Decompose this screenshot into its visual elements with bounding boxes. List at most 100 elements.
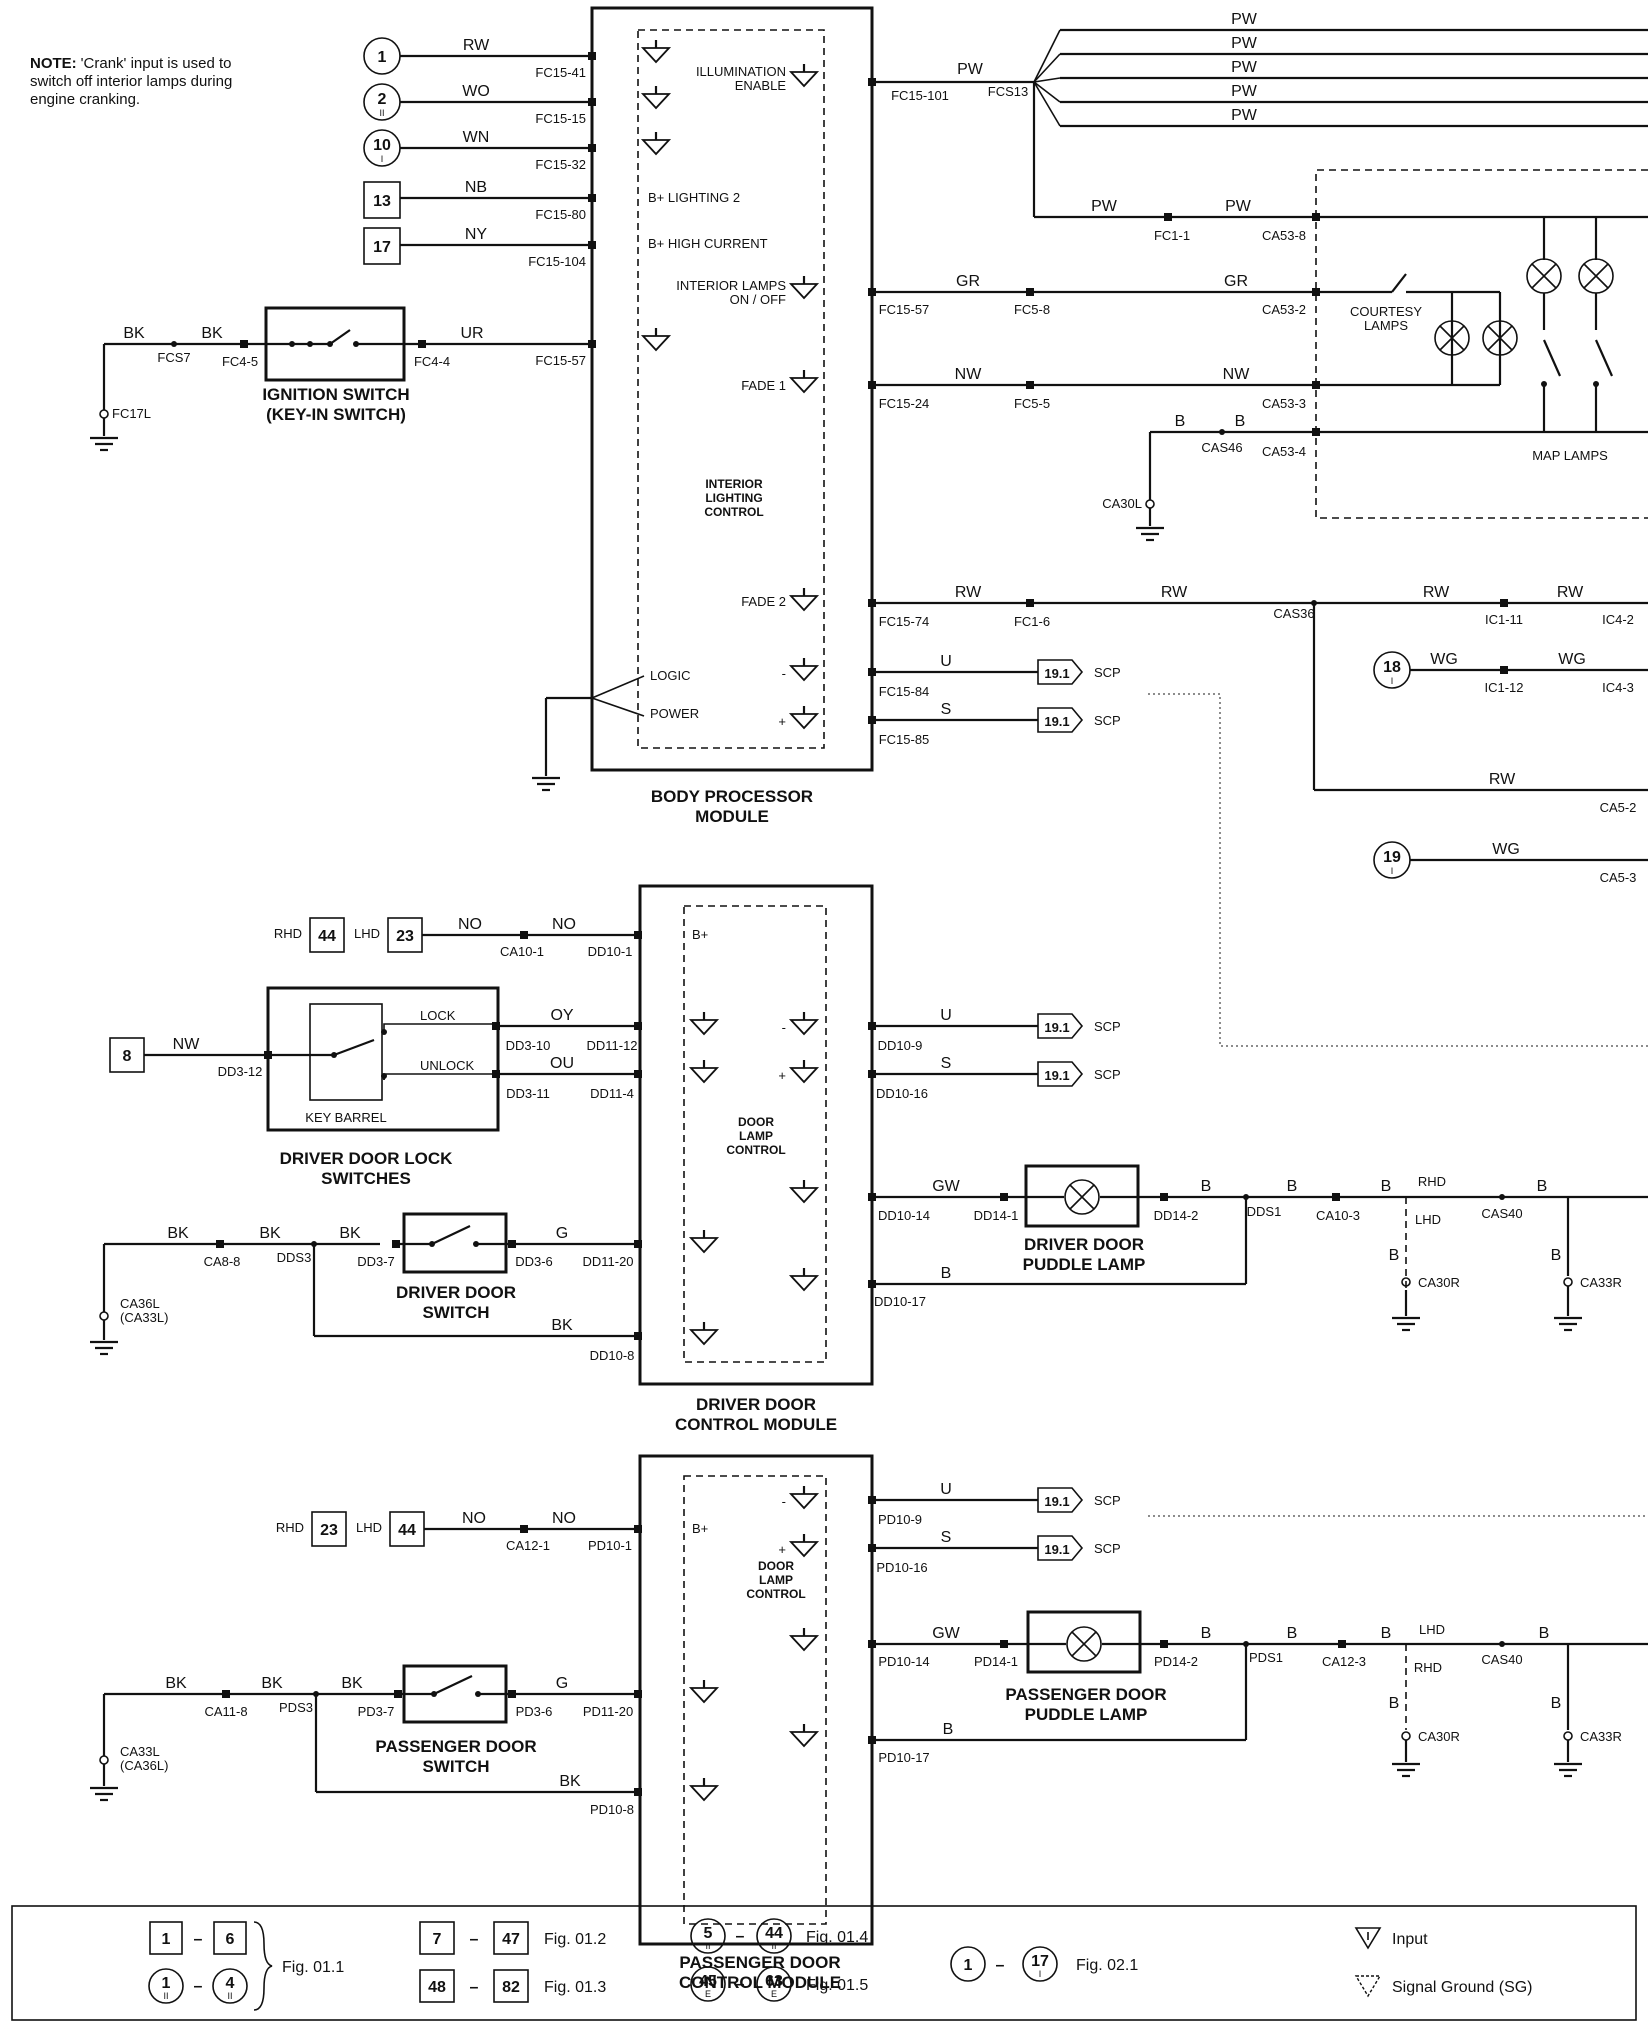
svg-text:CAS36: CAS36: [1273, 606, 1314, 621]
svg-text:LAMP: LAMP: [739, 1129, 773, 1143]
svg-text:Fig. 01.2: Fig. 01.2: [544, 1931, 606, 1948]
svg-text:–: –: [470, 1931, 479, 1948]
svg-text:PD11-20: PD11-20: [583, 1704, 633, 1719]
bpm-scp: - U FC15-84 19.1 SCP + S FC15-85 19.1 SC…: [778, 653, 1120, 747]
svg-text:2: 2: [378, 91, 387, 108]
svg-text:WG: WG: [1492, 841, 1520, 858]
bpm-fade-1: FADE 1 NW FC15-24 FC5-5 NW CA53-3: [741, 366, 1320, 411]
svg-text:+: +: [778, 1542, 786, 1557]
svg-text:CA12-3: CA12-3: [1322, 1654, 1366, 1669]
svg-text:RW: RW: [1557, 584, 1584, 601]
svg-text:DD10-16: DD10-16: [876, 1086, 928, 1101]
svg-text:63: 63: [765, 1973, 783, 1990]
svg-text:INTERIOR: INTERIOR: [705, 477, 763, 491]
svg-text:II: II: [379, 108, 384, 118]
bpm-interior-lamps: INTERIOR LAMPS ON / OFF GR FC15-57 FC5-8…: [676, 273, 1320, 317]
svg-text:SCP: SCP: [1094, 1067, 1121, 1082]
svg-text:B: B: [1175, 413, 1186, 430]
svg-text:PD3-7: PD3-7: [358, 1704, 395, 1719]
svg-text:Signal Ground (SG): Signal Ground (SG): [1392, 1979, 1533, 1996]
svg-text:6: 6: [226, 1931, 235, 1948]
svg-text:45: 45: [699, 1973, 717, 1990]
svg-text:–: –: [470, 1979, 479, 1996]
svg-text:LHD: LHD: [1419, 1622, 1445, 1637]
svg-text:19: 19: [1383, 849, 1401, 866]
svg-text:DD10-14: DD10-14: [878, 1208, 930, 1223]
svg-text:COURTESY: COURTESY: [1350, 304, 1422, 319]
note: NOTE:'Crank' input is used to switch off…: [30, 55, 232, 108]
svg-text:CA5-3: CA5-3: [1600, 870, 1637, 885]
svg-text:IC1-12: IC1-12: [1484, 680, 1523, 695]
svg-text:PD10-14: PD10-14: [878, 1654, 929, 1669]
svg-text:4: 4: [226, 1975, 235, 1992]
svg-text:MAP LAMPS: MAP LAMPS: [1532, 448, 1608, 463]
svg-text:B+ HIGH CURRENT: B+ HIGH CURRENT: [648, 236, 768, 251]
svg-text:FC15-57: FC15-57: [879, 302, 930, 317]
svg-text:FC15-24: FC15-24: [879, 396, 930, 411]
svg-text:17: 17: [1031, 1953, 1049, 1970]
svg-text:19.1: 19.1: [1044, 666, 1069, 681]
svg-text:DD11-4: DD11-4: [590, 1086, 634, 1101]
svg-text:–: –: [736, 1928, 745, 1945]
svg-text:FADE 1: FADE 1: [741, 378, 786, 393]
svg-text:NB: NB: [465, 179, 487, 196]
svg-text:RW: RW: [1161, 584, 1188, 601]
svg-text:POWER: POWER: [650, 706, 699, 721]
svg-text:1: 1: [162, 1931, 171, 1948]
svg-text:BK: BK: [551, 1317, 573, 1334]
svg-text:B: B: [1201, 1625, 1212, 1642]
svg-text:DD11-20: DD11-20: [582, 1254, 633, 1269]
bpm-input-2: 2 II WO FC15-15: [363, 83, 671, 126]
svg-text:DOOR: DOOR: [758, 1559, 794, 1573]
svg-text:PW: PW: [1091, 198, 1118, 215]
svg-text:–: –: [194, 1978, 203, 1995]
svg-text:-: -: [782, 1020, 786, 1035]
svg-text:CAS40: CAS40: [1481, 1652, 1522, 1667]
svg-text:B: B: [943, 1721, 954, 1738]
svg-text:-: -: [782, 1494, 786, 1509]
svg-text:B: B: [1389, 1695, 1400, 1712]
svg-text:DRIVER DOOR LOCK: DRIVER DOOR LOCK: [280, 1149, 454, 1168]
svg-text:CA8-8: CA8-8: [204, 1254, 241, 1269]
svg-text:I: I: [1391, 866, 1394, 876]
svg-text:SCP: SCP: [1094, 665, 1121, 680]
svg-text:19.1: 19.1: [1044, 714, 1069, 729]
driver-door-control-module: DOOR LAMP CONTROL DRIVER DOOR CONTROL MO…: [638, 884, 874, 1434]
svg-text:SCP: SCP: [1094, 1019, 1121, 1034]
svg-text:-: -: [782, 666, 786, 681]
svg-text:BK: BK: [167, 1225, 189, 1242]
svg-text:5: 5: [704, 1925, 713, 1942]
bpm-title: BODY PROCESSOR: [651, 787, 813, 806]
svg-text:GR: GR: [1224, 273, 1248, 290]
svg-text:FCS13: FCS13: [988, 84, 1028, 99]
svg-text:IC4-2: IC4-2: [1602, 612, 1634, 627]
svg-text:FC15-41: FC15-41: [535, 65, 586, 80]
svg-text:B: B: [1551, 1247, 1562, 1264]
svg-text:U: U: [940, 1007, 952, 1024]
svg-text:FC15-80: FC15-80: [535, 207, 586, 222]
svg-text:B: B: [1389, 1247, 1400, 1264]
svg-text:–: –: [194, 1931, 203, 1948]
svg-text:23: 23: [396, 928, 414, 945]
svg-text:48: 48: [428, 1979, 446, 1996]
svg-text:RHD: RHD: [1414, 1660, 1442, 1675]
svg-text:DD3-10: DD3-10: [506, 1038, 551, 1053]
svg-text:OU: OU: [550, 1055, 574, 1072]
svg-text:(CA33L): (CA33L): [120, 1310, 168, 1325]
svg-text:PW: PW: [1231, 83, 1258, 100]
svg-text:U: U: [940, 1481, 952, 1498]
svg-text:Fig. 02.1: Fig. 02.1: [1076, 1957, 1138, 1974]
svg-text:ENABLE: ENABLE: [735, 78, 787, 93]
svg-text:PDS3: PDS3: [279, 1700, 313, 1715]
svg-text:DD14-1: DD14-1: [974, 1208, 1019, 1223]
svg-text:CA33L: CA33L: [120, 1744, 160, 1759]
svg-text:I: I: [1039, 1969, 1042, 1979]
svg-text:CA36L: CA36L: [120, 1296, 160, 1311]
svg-text:82: 82: [502, 1979, 520, 1996]
svg-text:SCP: SCP: [1094, 1541, 1121, 1556]
svg-text:NO: NO: [552, 916, 576, 933]
svg-text:PUDDLE LAMP: PUDDLE LAMP: [1023, 1255, 1146, 1274]
svg-text:SWITCH: SWITCH: [422, 1757, 489, 1776]
passenger-door-puddle-lamp: GW PD10-14 PD14-1 PD14-2 B PDS1 B CA12-3…: [789, 1610, 1648, 1778]
svg-text:NOTE:'Crank' input is used to: NOTE:'Crank' input is used to: [30, 55, 231, 72]
